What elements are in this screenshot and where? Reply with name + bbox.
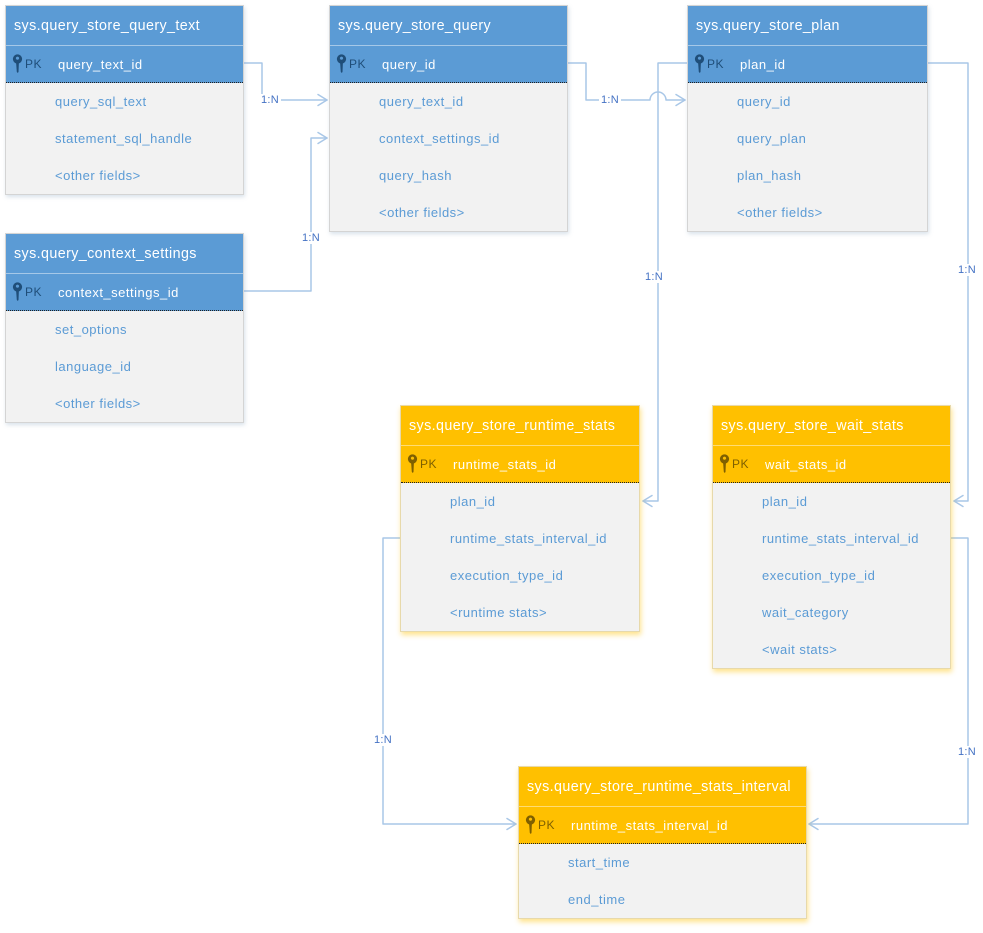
field-row: set_options: [6, 311, 243, 348]
arrowhead-icon: [642, 494, 653, 508]
pk-row: PK wait_stats_id: [713, 445, 950, 483]
field-row: wait_category: [713, 594, 950, 631]
field-row: query_sql_text: [6, 83, 243, 120]
pk-field-name: query_id: [382, 56, 436, 72]
pk-field-name: runtime_stats_interval_id: [571, 817, 729, 833]
arrowhead-icon: [317, 93, 328, 107]
pk-row: PK query_text_id: [6, 45, 243, 83]
field-row: <other fields>: [688, 194, 927, 231]
field-row: runtime_stats_interval_id: [713, 520, 950, 557]
pk-row: PK query_id: [330, 45, 567, 83]
entity-title: sys.query_store_plan: [688, 6, 927, 45]
entity-query-store-runtime-stats: sys.query_store_runtime_stats PK runtime…: [400, 405, 640, 632]
arrowhead-icon: [506, 817, 517, 831]
cardinality-label: 1:N: [642, 271, 666, 283]
arrowhead-icon: [953, 494, 964, 508]
cardinality-label: 1:N: [299, 232, 323, 244]
field-row: <wait stats>: [713, 631, 950, 668]
field-row: <other fields>: [330, 194, 567, 231]
field-row: plan_id: [713, 483, 950, 520]
arrowhead-icon: [675, 93, 686, 107]
field-row: plan_hash: [688, 157, 927, 194]
field-row: <other fields>: [6, 157, 243, 194]
field-row: execution_type_id: [401, 557, 639, 594]
pk-row: PK plan_id: [688, 45, 927, 83]
key-icon: [525, 815, 536, 834]
entity-query-store-query: sys.query_store_query PK query_id query_…: [329, 5, 568, 232]
field-row: execution_type_id: [713, 557, 950, 594]
pk-tag: PK: [538, 818, 556, 832]
key-icon: [719, 454, 730, 473]
pk-row: PK runtime_stats_id: [401, 445, 639, 483]
key-icon: [12, 54, 23, 73]
key-icon: [694, 54, 705, 73]
pk-row: PK context_settings_id: [6, 273, 243, 311]
field-row: query_text_id: [330, 83, 567, 120]
field-row: query_plan: [688, 120, 927, 157]
key-icon: [407, 454, 418, 473]
arrowhead-icon: [808, 817, 819, 831]
entity-query-store-runtime-stats-interval: sys.query_store_runtime_stats_interval P…: [518, 766, 807, 919]
entity-query-store-query-text: sys.query_store_query_text PK query_text…: [5, 5, 244, 195]
field-row: end_time: [519, 881, 806, 918]
entity-title: sys.query_store_runtime_stats: [401, 406, 639, 445]
pk-field-name: runtime_stats_id: [453, 456, 557, 472]
connector-line-contextsettings-query: [243, 137, 328, 292]
pk-tag: PK: [707, 57, 725, 71]
field-row: plan_id: [401, 483, 639, 520]
cardinality-label: 1:N: [955, 264, 979, 276]
entity-query-context-settings: sys.query_context_settings PK context_se…: [5, 233, 244, 423]
cardinality-label: 1:N: [258, 94, 282, 106]
connector-line-query-plan: [567, 62, 686, 101]
pk-field-name: plan_id: [740, 56, 786, 72]
cardinality-label: 1:N: [598, 94, 622, 106]
entity-title: sys.query_store_runtime_stats_interval: [519, 767, 806, 806]
pk-field-name: query_text_id: [58, 56, 143, 72]
pk-tag: PK: [349, 57, 367, 71]
entity-query-store-wait-stats: sys.query_store_wait_stats PK wait_stats…: [712, 405, 951, 669]
pk-tag: PK: [25, 57, 43, 71]
cardinality-label: 1:N: [371, 734, 395, 746]
arrowhead-icon: [317, 131, 328, 145]
field-row: <other fields>: [6, 385, 243, 422]
field-row: context_settings_id: [330, 120, 567, 157]
pk-tag: PK: [732, 457, 750, 471]
cardinality-label: 1:N: [955, 746, 979, 758]
entity-query-store-plan: sys.query_store_plan PK plan_id query_id…: [687, 5, 928, 232]
field-row: <runtime stats>: [401, 594, 639, 631]
pk-field-name: wait_stats_id: [765, 456, 847, 472]
field-row: query_hash: [330, 157, 567, 194]
entity-title: sys.query_store_query_text: [6, 6, 243, 45]
field-row: query_id: [688, 83, 927, 120]
pk-field-name: context_settings_id: [58, 284, 179, 300]
entity-title: sys.query_context_settings: [6, 234, 243, 273]
field-row: statement_sql_handle: [6, 120, 243, 157]
field-row: runtime_stats_interval_id: [401, 520, 639, 557]
pk-tag: PK: [25, 285, 43, 299]
pk-row: PK runtime_stats_interval_id: [519, 806, 806, 844]
pk-tag: PK: [420, 457, 438, 471]
connector-line-querytext-query: [243, 62, 328, 101]
key-icon: [12, 282, 23, 301]
entity-title: sys.query_store_query: [330, 6, 567, 45]
entity-title: sys.query_store_wait_stats: [713, 406, 950, 445]
field-row: language_id: [6, 348, 243, 385]
key-icon: [336, 54, 347, 73]
field-row: start_time: [519, 844, 806, 881]
